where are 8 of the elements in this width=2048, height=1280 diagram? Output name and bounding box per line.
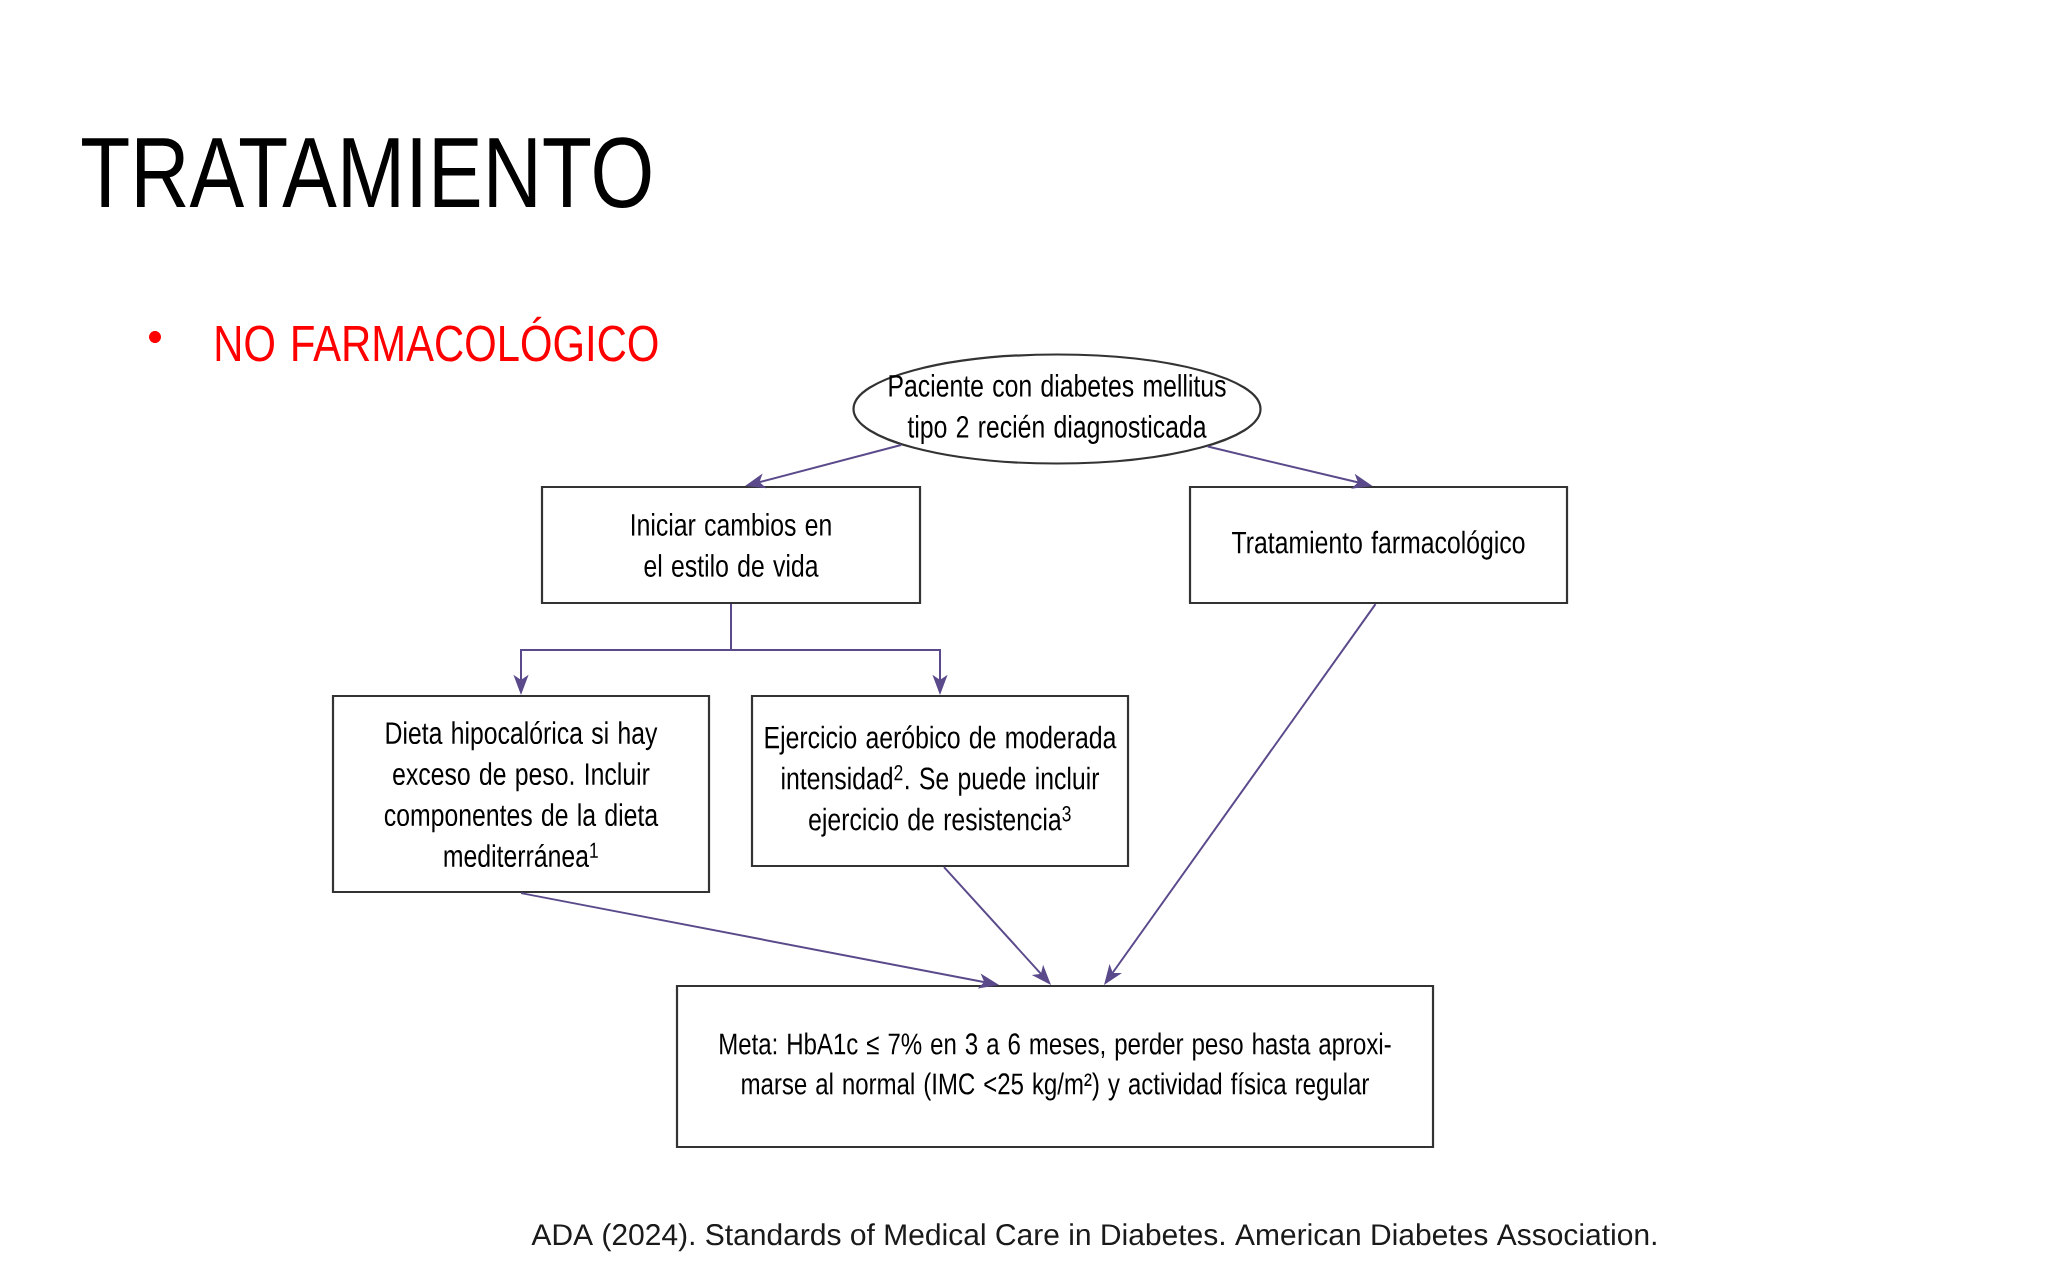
list-item: NO FARMACOLÓGICO <box>216 316 658 362</box>
title: TRATAMIENTO <box>82 137 651 208</box>
goal-box: Meta: HbA1c ≤ 7% en 3 a 6 meses, perder peso hasta aproxi- marse al normal (IMC <25 kg/m²) y actividad física regular <box>675 984 1435 1149</box>
process-box: Tratamiento farmacológico <box>1188 485 1569 605</box>
process-box: Iniciar cambios en el estilo de vida <box>540 485 922 605</box>
process-box: Ejercicio aeróbico de moderada intensidad$^{2}$. Se puede incluir ejercicio de resistencia$^{3}$ <box>750 694 1130 868</box>
process-box: Dieta hipocalórica si hay exceso de peso. Incluir componentes de la dieta mediterránea$^{1}$ <box>331 694 711 894</box>
caption: ADA (2024). Standards of Medical Care in Diabetes. American Diabetes Association. <box>531 1223 1656 1252</box>
